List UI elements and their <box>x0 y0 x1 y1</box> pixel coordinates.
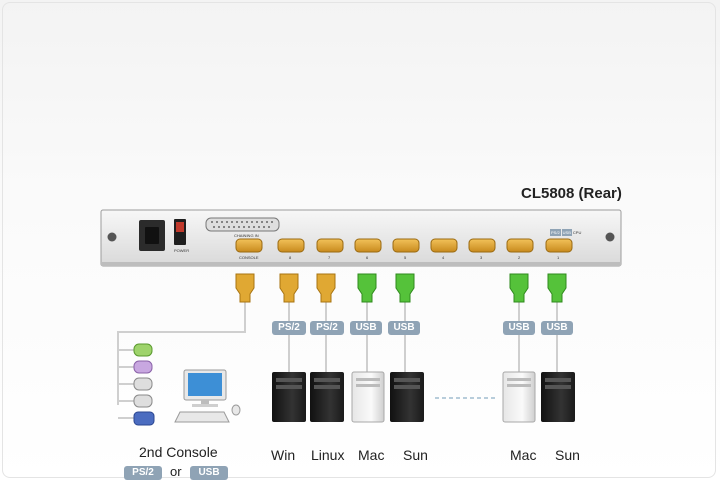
port-number-8: 8 <box>289 255 292 260</box>
screw-right <box>605 232 615 242</box>
console-option-joiner: or <box>170 464 182 479</box>
tower-mac-2 <box>502 371 536 423</box>
console-port-label: CONSOLE <box>239 255 259 260</box>
kvm-port-6 <box>354 238 382 253</box>
console-title: 2nd Console <box>139 444 218 460</box>
kvm-ports <box>277 238 573 253</box>
model-title: CL5808 (Rear) <box>521 185 622 202</box>
port-number-2: 2 <box>518 255 521 260</box>
console-mouse <box>231 404 241 416</box>
tower-win <box>272 372 306 422</box>
plug-sun <box>395 273 415 303</box>
cable-tag-mac: USB <box>350 321 382 335</box>
interface-badge: PS/2 USB CPU <box>550 229 582 236</box>
usb-connector-2 <box>133 394 153 408</box>
console-monitor <box>183 369 227 407</box>
tower-linux <box>310 372 344 422</box>
daisy-chain-port <box>205 217 280 232</box>
rear-panel <box>100 209 622 267</box>
port-number-3: 3 <box>480 255 483 260</box>
kvm-port-5 <box>392 238 420 253</box>
port-number-4: 4 <box>442 255 445 260</box>
tower-sun-2 <box>541 372 575 422</box>
kvm-port-7 <box>316 238 344 253</box>
plug-mac-2 <box>509 273 529 303</box>
plug-mac <box>357 273 377 303</box>
console-keyboard <box>174 411 230 423</box>
cable-tag-sun-2: USB <box>541 321 573 335</box>
computer-label-sun: Sun <box>403 447 428 463</box>
kvm-port-4 <box>430 238 458 253</box>
port-number-7: 7 <box>328 255 331 260</box>
cable-tag-sun: USB <box>388 321 420 335</box>
computer-label-mac: Mac <box>358 447 385 463</box>
cables <box>117 300 558 405</box>
cable-tag-mac-2: USB <box>503 321 535 335</box>
console-option-ps2: PS/2 <box>124 466 162 480</box>
screw-left <box>107 232 117 242</box>
computer-label-sun-2: Sun <box>555 447 580 463</box>
cable-tag-linux: PS/2 <box>310 321 344 335</box>
computer-label-linux: Linux <box>311 447 345 463</box>
kvm-port-2 <box>506 238 534 253</box>
usb-connector-1 <box>133 377 153 391</box>
computer-label-win: Win <box>271 447 296 463</box>
console-connectors <box>133 343 155 426</box>
ps2-mouse-connector <box>133 360 153 374</box>
kvm-port-8 <box>277 238 305 253</box>
plug-linux <box>316 273 336 303</box>
port-number-1: 1 <box>557 255 560 260</box>
tower-mac <box>351 371 385 423</box>
kvm-port-3 <box>468 238 496 253</box>
plug-sun-2 <box>547 273 567 303</box>
ps2-keyboard-connector <box>133 343 153 357</box>
vga-connector <box>133 411 155 426</box>
cable-tag-win: PS/2 <box>272 321 306 335</box>
console-option-usb: USB <box>190 466 228 480</box>
computer-label-mac-2: Mac <box>510 447 537 463</box>
plug-win <box>279 273 299 303</box>
kvm-port-1 <box>545 238 573 253</box>
console-port <box>235 238 263 253</box>
port-number-6: 6 <box>366 255 369 260</box>
port-number-5: 5 <box>404 255 407 260</box>
power-label: POWER <box>174 248 190 253</box>
tower-sun <box>390 372 424 422</box>
plug-console <box>235 273 255 303</box>
frame-border <box>2 2 716 478</box>
daisy-chain-label: CHAINING IN <box>234 233 259 238</box>
